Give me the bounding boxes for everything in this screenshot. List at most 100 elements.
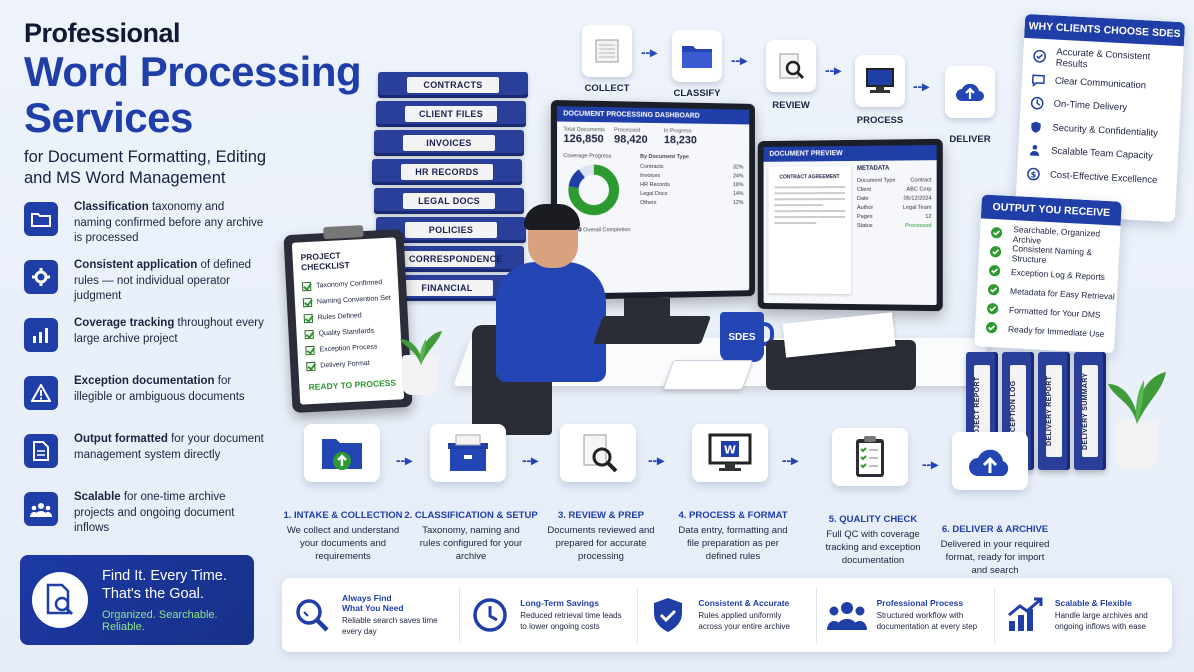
clock-icon: [470, 595, 510, 635]
arrow-icon: - - ▸: [731, 52, 747, 68]
arrow-icon: - - ▸: [522, 452, 538, 468]
preview-monitor: DOCUMENT PREVIEW CONTRACT AGREEMENT META…: [757, 138, 943, 312]
search-icon: [292, 595, 332, 635]
title-line-3: Services: [24, 94, 193, 141]
checkbox-checked-icon: [304, 329, 314, 339]
checkbox-checked-icon: [303, 313, 314, 323]
check-circle-icon: [988, 284, 1000, 296]
feature-text: Exception documentation for illegible or…: [74, 375, 245, 403]
checklist-title: PROJECT CHECKLIST: [300, 250, 350, 273]
arrow-icon: - - ▸: [922, 456, 938, 472]
plant-icon: [396, 325, 446, 370]
clip: [323, 225, 364, 240]
step-3-text: 3. REVIEW & PREP Documents reviewed and …: [547, 510, 655, 562]
binder: DELIVERY REPORT: [1038, 352, 1070, 470]
bar-chart-icon: [24, 318, 58, 352]
check-circle-icon: [987, 303, 999, 315]
check-circle-icon: [991, 227, 1003, 239]
step-1: [304, 424, 380, 482]
folder-icon: [672, 30, 722, 82]
process-steps: - - ▸ - - ▸ - - ▸ W - - ▸ - - ▸ 1. INTAK…: [282, 424, 1142, 576]
arrow-icon: - - ▸: [913, 78, 929, 94]
flow-label: COLLECT: [584, 83, 630, 94]
flow-deliver: DELIVER: [945, 66, 1005, 145]
subtitle-line-1: for Document Formatting, Editing: [24, 148, 267, 166]
magnifier-document-icon: [766, 40, 816, 92]
output-item: Exception Log & Reports: [978, 260, 1119, 286]
check-circle-icon: [990, 246, 1002, 258]
document-icon: [24, 434, 58, 468]
cta-line-3: Organized. Searchable. Reliable.: [102, 609, 218, 633]
arrow-icon: - - ▸: [396, 452, 412, 468]
feature-list: Classification taxonomy and naming confi…: [24, 200, 264, 548]
output-item: Metadata for Easy Retrieval: [977, 279, 1118, 305]
cloud-upload-icon: [952, 432, 1028, 490]
step-4: W: [692, 424, 768, 482]
checklist-footer: READY TO PROCESS: [308, 377, 397, 393]
keyboard: [592, 316, 712, 344]
feature-item: Scalable for one-time archive projects a…: [24, 490, 264, 548]
step-5-text: 5. QUALITY CHECK Full QC with coverage t…: [825, 514, 921, 566]
check-circle-icon: [986, 322, 998, 334]
step-2-text: 2. CLASSIFICATION & SETUP Taxonomy, nami…: [404, 510, 538, 562]
growth-chart-icon: [1005, 595, 1045, 635]
search-document-icon: [32, 572, 88, 628]
feature-text: Scalable for one-time archive projects a…: [74, 491, 235, 534]
arrow-icon: - - ▸: [825, 62, 841, 78]
shield-icon: [1031, 121, 1041, 133]
flow-process: PROCESS: [855, 55, 915, 126]
flow-label: PROCESS: [856, 115, 904, 126]
svg-text:$: $: [1030, 169, 1037, 179]
output-item: Searchable, Organized Archive: [980, 222, 1121, 248]
cta-box[interactable]: Find It. Every Time. That's the Goal. Or…: [20, 555, 254, 645]
why-item: Accurate & Consistent Results: [1023, 44, 1184, 76]
why-panel: WHY CLIENTS CHOOSE SDES Accurate & Consi…: [1014, 13, 1186, 223]
mug-label: SDES: [728, 331, 756, 343]
clipboard-check-icon: [832, 428, 908, 486]
preview-title: DOCUMENT PREVIEW: [763, 144, 937, 162]
feature-item: Exception documentation for illegible or…: [24, 374, 264, 432]
checklist-item: Delivery Format: [306, 354, 397, 375]
feature-item: Output formatted for your document manag…: [24, 432, 264, 490]
step-6-text: 6. DELIVER & ARCHIVE Delivered in your r…: [940, 524, 1050, 576]
why-item: On-Time Delivery: [1020, 91, 1181, 123]
check-circle-icon: [989, 265, 1001, 277]
gear-icon: [24, 260, 58, 294]
why-item: Clear Communication: [1021, 67, 1182, 99]
step-6: [952, 432, 1028, 490]
chat-icon: [1031, 74, 1045, 87]
arrow-icon: - - ▸: [648, 452, 664, 468]
flow-label: REVIEW: [772, 100, 810, 111]
why-item: Scalable Team Capacity: [1018, 138, 1179, 170]
checkbox-checked-icon: [302, 297, 313, 307]
step-2: [430, 424, 506, 482]
person-body: [496, 262, 606, 382]
step-1-text: 1. INTAKE & COLLECTION We collect and un…: [283, 510, 403, 562]
binder-stack: CONTRACTS CLIENT FILES INVOICES HR RECOR…: [372, 72, 528, 304]
feature-text: Output formatted for your document manag…: [74, 433, 264, 461]
checklist-clipboard: PROJECT CHECKLIST Taxonomy Confirmed Nam…: [283, 225, 413, 414]
checkbox-checked-icon: [306, 361, 316, 371]
step-3: [560, 424, 636, 482]
flow-label: CLASSIFY: [673, 88, 721, 99]
title-line-1: Professional: [24, 18, 181, 48]
check-circle-icon: [1033, 50, 1046, 63]
notebook: [662, 360, 754, 390]
paper-stack-icon: [582, 25, 632, 77]
